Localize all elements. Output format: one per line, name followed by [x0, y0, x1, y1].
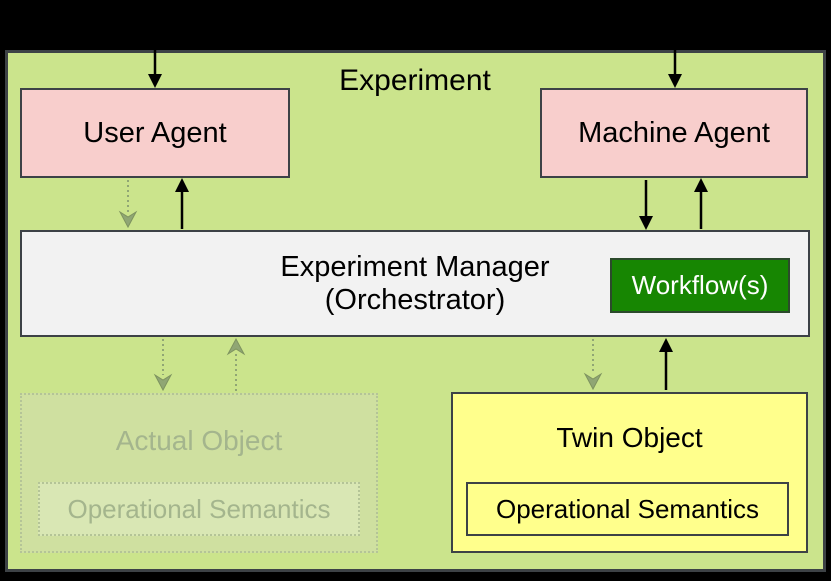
twin-object-label: Twin Object [556, 422, 703, 453]
actual-object-label: Actual Object [115, 425, 283, 456]
twin-operational-semantics-label: Operational Semantics [495, 493, 760, 524]
machine-agent-box: Machine Agent [540, 88, 808, 178]
workflow-box: Workflow(s) [610, 258, 790, 313]
experiment-manager-label-line1: Experiment Manager [280, 250, 550, 283]
actual-operational-semantics-label: Operational Semantics [67, 493, 331, 524]
experiment-title: Experiment [339, 64, 491, 97]
machine-agent-label: Machine Agent [578, 116, 770, 149]
twin-operational-semantics-box: Operational Semantics [466, 482, 789, 536]
user-agent-box: User Agent [20, 88, 290, 178]
experiment-manager-label-line2: (Orchestrator) [324, 283, 506, 316]
actual-operational-semantics-box: Operational Semantics [38, 482, 360, 536]
workflow-label: Workflow(s) [631, 270, 769, 300]
experiment-manager-box: Experiment Manager (Orchestrator) [20, 230, 810, 337]
twin-object-box: Twin Object Operational Semantics [451, 392, 808, 553]
actual-object-box: Actual Object Operational Semantics [20, 393, 378, 553]
user-agent-label: User Agent [83, 116, 227, 149]
